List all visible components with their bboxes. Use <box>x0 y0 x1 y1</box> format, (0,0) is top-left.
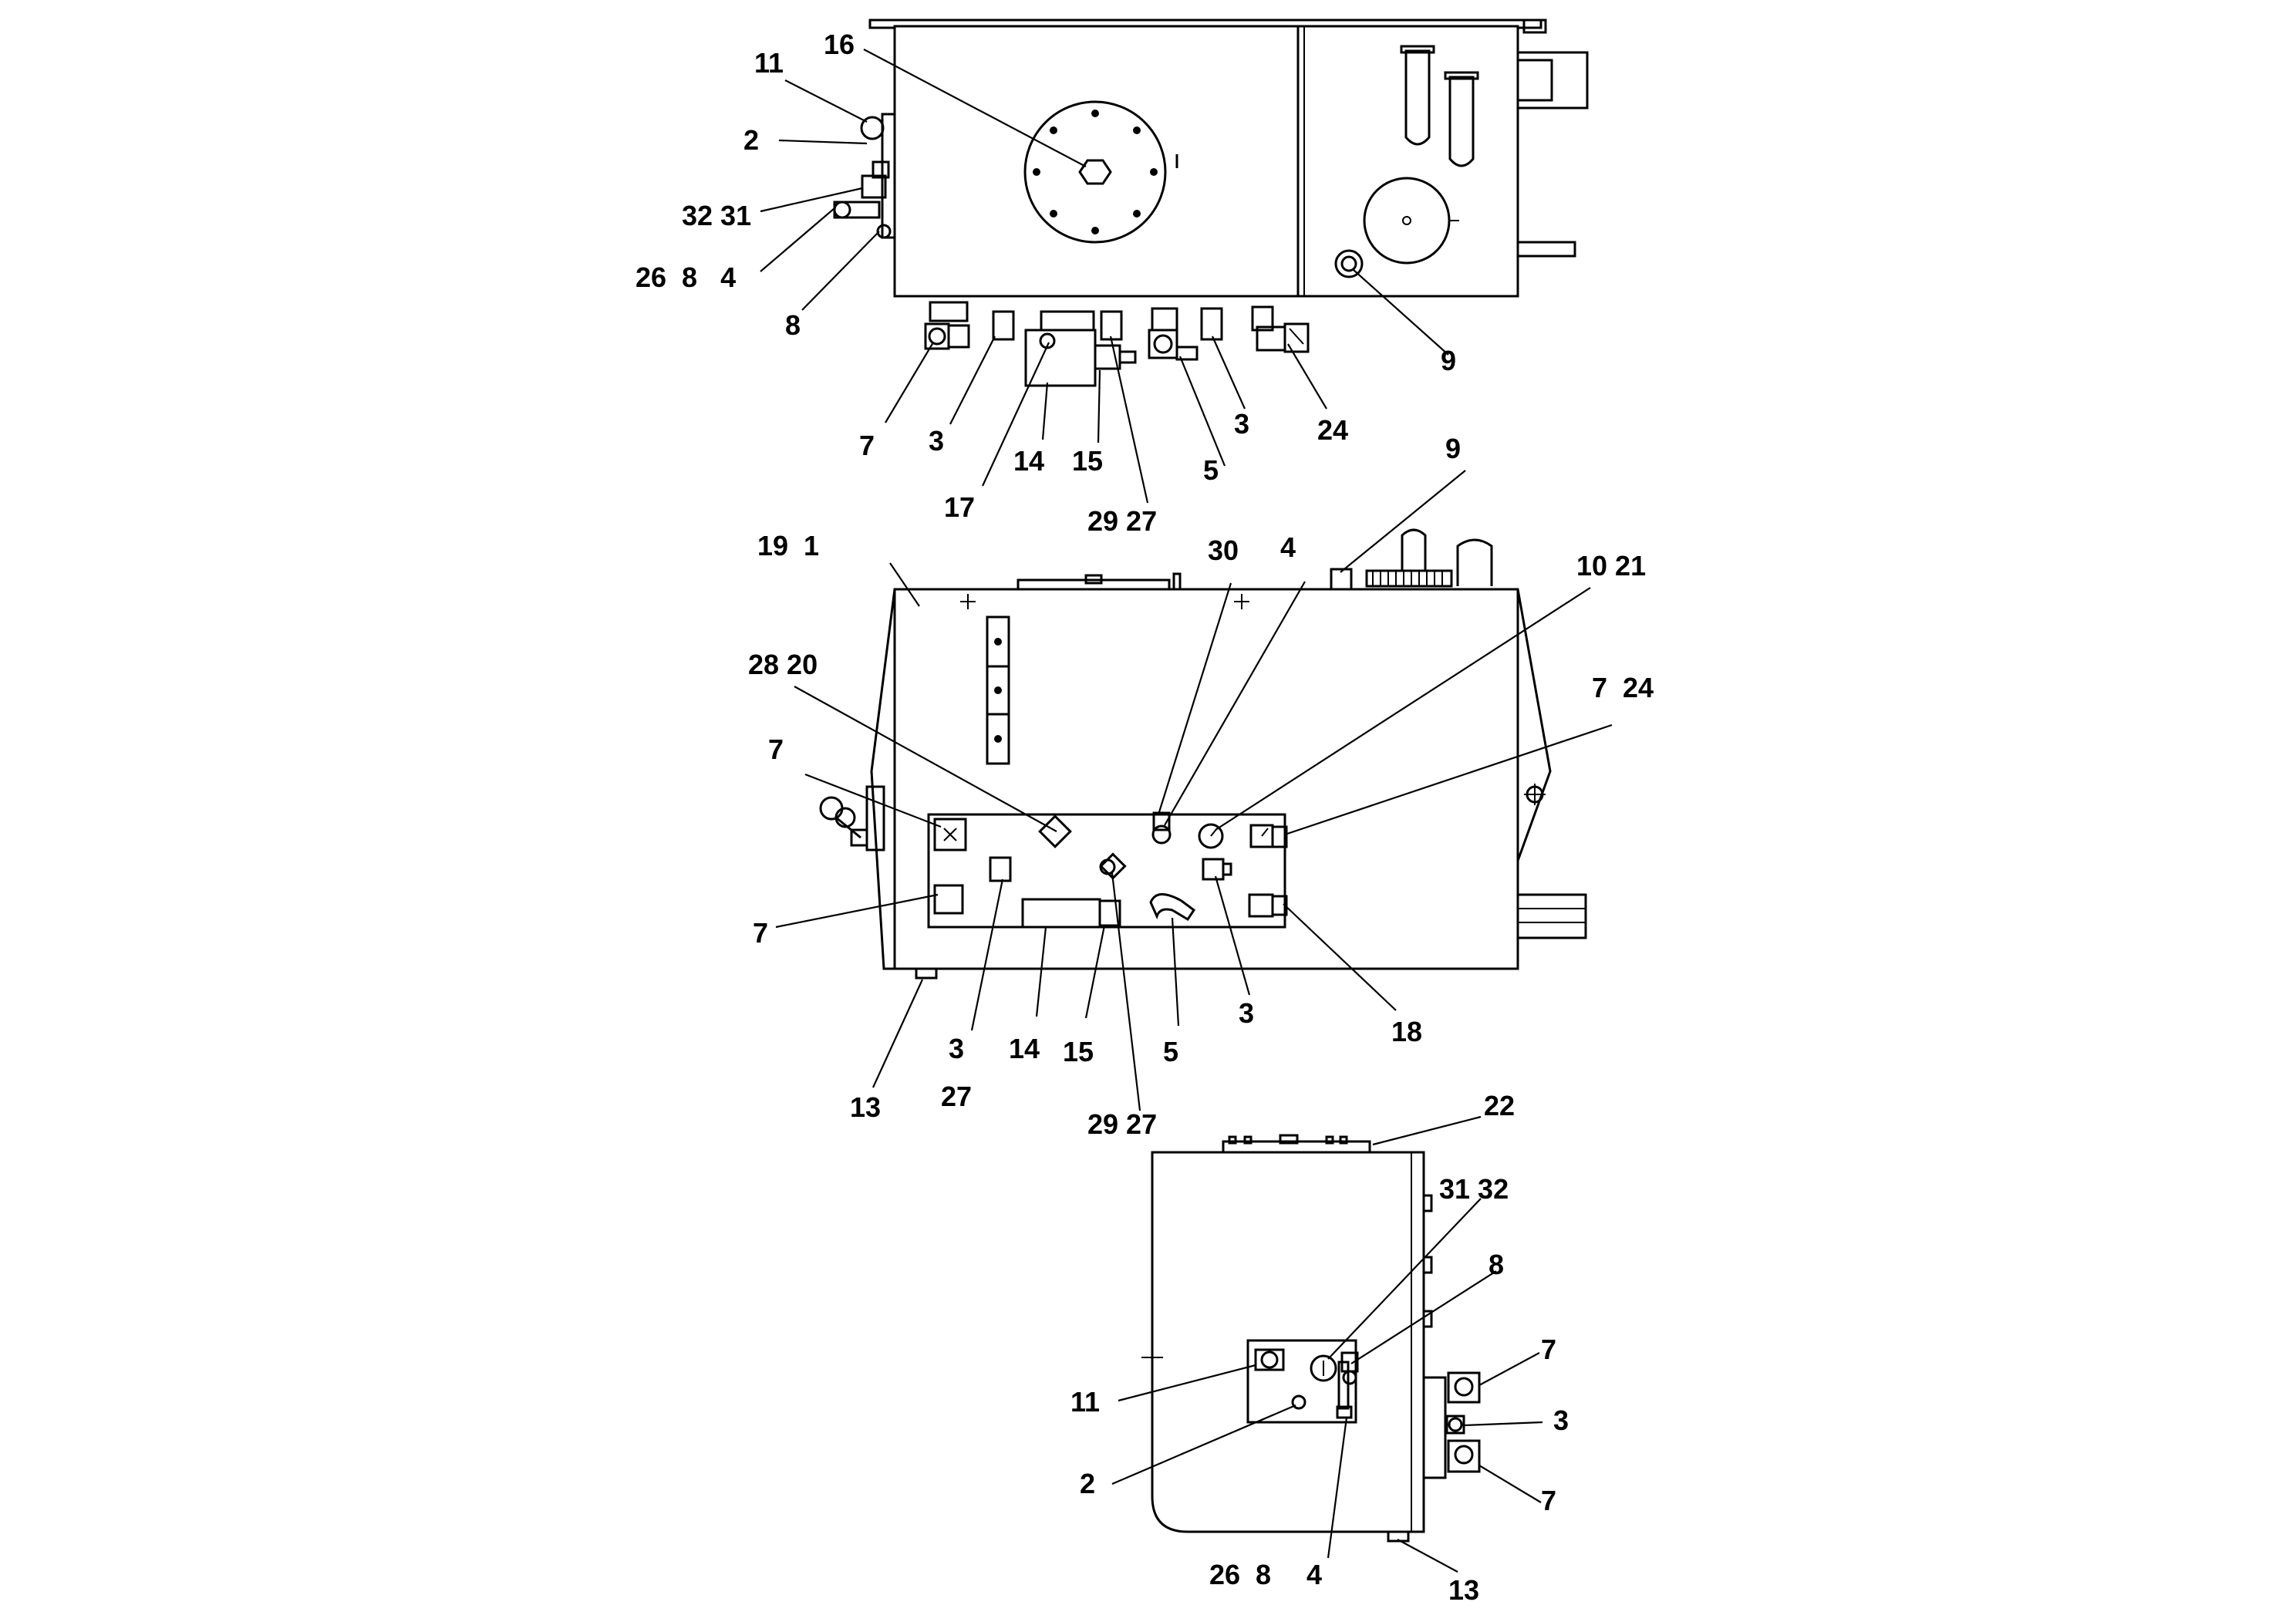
callout-label: 3 <box>1553 1404 1569 1436</box>
callout-label: 19 1 <box>757 530 819 561</box>
callout-label: 26 8 <box>1209 1559 1271 1590</box>
callout-label: 14 <box>1009 1033 1040 1064</box>
callout-label: 16 <box>824 29 855 60</box>
callout-label: 9 <box>1441 345 1456 376</box>
callout-label: 31 32 <box>1439 1173 1509 1205</box>
callout-label: 3 <box>949 1033 964 1064</box>
callout-label: 5 <box>1203 454 1219 486</box>
callout-label: 27 <box>941 1081 972 1112</box>
top-cover-plate <box>1023 100 1167 244</box>
callout-label: 22 <box>1484 1090 1515 1121</box>
callout-label: 7 24 <box>1592 672 1654 703</box>
callout-label: 5 <box>1163 1036 1178 1067</box>
callout-label: 13 <box>850 1091 881 1123</box>
callout-label: 10 21 <box>1576 550 1646 582</box>
callout-label: 3 <box>929 425 944 457</box>
callout-label: 8 <box>1489 1249 1504 1280</box>
callout-label: 14 <box>1013 445 1044 477</box>
callout-label: 7 <box>1541 1334 1556 1365</box>
callout-label: 15 <box>1072 445 1103 477</box>
callout-label: 15 <box>1063 1036 1094 1067</box>
callout-label: 30 <box>1208 534 1239 566</box>
callout-label: 4 <box>1306 1559 1322 1590</box>
callout-label: 29 27 <box>1087 505 1157 537</box>
callout-label: 7 <box>768 733 784 765</box>
side-view <box>1141 1134 1481 1543</box>
callout-label: 11 <box>1070 1386 1100 1418</box>
callout-label: 32 31 <box>682 200 751 231</box>
callout-label: 29 27 <box>1087 1108 1157 1140</box>
callout-label: 24 <box>1317 414 1348 446</box>
callout-label: 7 <box>1541 1485 1556 1516</box>
callout-label: 28 20 <box>748 649 818 680</box>
manifold-plate <box>927 813 1286 929</box>
callout-label: 7 <box>859 430 875 461</box>
front-view <box>819 528 1587 980</box>
callout-label: 13 <box>1448 1574 1479 1606</box>
callout-label: 4 <box>1280 531 1296 563</box>
callout-label: 8 <box>785 309 801 341</box>
top-view <box>833 19 1589 387</box>
callout-label: 26 8 4 <box>636 261 736 293</box>
callout-label: 2 <box>1080 1468 1095 1499</box>
callout-label: 7 <box>753 917 768 949</box>
leader-lines <box>760 49 1613 1573</box>
callout-label: 3 <box>1239 997 1254 1029</box>
callout-label: 2 <box>743 124 759 156</box>
callout-label: 18 <box>1391 1016 1422 1047</box>
callout-label: 11 <box>754 47 784 79</box>
callout-label: 17 <box>944 491 975 523</box>
callout-labels: 16 11 2 32 31 26 8 4 8 9 7 3 17 14 15 29… <box>636 29 1654 1606</box>
callout-label: 3 <box>1234 408 1249 440</box>
callout-label: 9 <box>1445 433 1461 464</box>
